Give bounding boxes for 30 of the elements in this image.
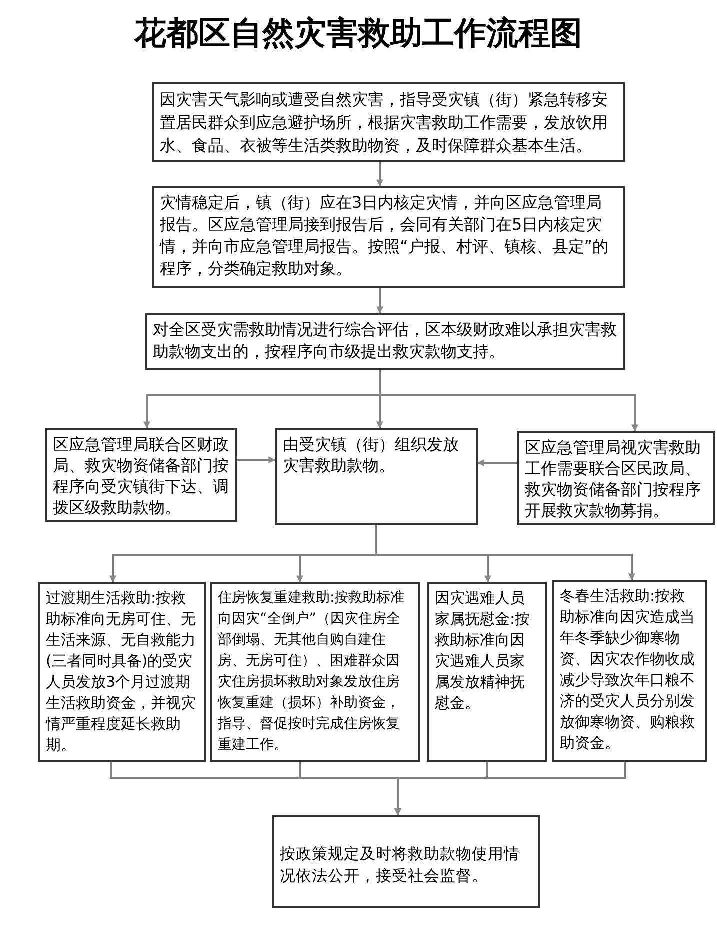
box-text: 由受灾镇（街）组织发放灾害救助款物。 [283, 434, 460, 476]
box-text: 因灾遇难人员家属抚慰金:按救助标准向因灾遇难人员家属发放精神抚慰金。 [435, 588, 532, 714]
process-box [152, 186, 625, 288]
process-box [427, 582, 547, 762]
box-text: 区应急管理局视灾害救助工作需要联合区民政局、救灾物资储备部门按程序开展救灾款物募捐。 [525, 437, 702, 521]
box-text: 灾情稳定后，镇（街）应在3日内核定灾情，并向区应急管理局报告。区应急管理局接到报告后，会同有关部门在5日内核定灾情，并向市应急管理局报告。按照“户报、村评、镇核、县定”的程序，分类确定救助对象。 [160, 192, 610, 280]
arrow [375, 525, 636, 581]
arrow [237, 456, 276, 464]
process-box [272, 815, 540, 908]
box-text: 按政策规定及时将救助款物使用情况依法公开，接受社会监督。 [280, 844, 521, 887]
arrow [376, 288, 384, 314]
process-box [552, 580, 707, 762]
box-text: 区应急管理局联合区财政局、救灾物资储备部门按程序向受灾镇街下达、调拨区级救助款物。 [53, 434, 229, 518]
arrow [477, 460, 517, 466]
box-text: 因灾害天气影响或遭受自然灾害，指导受灾镇（街）紧急转移安置居民群众到应急避护场所，根据灾害救助工作需要，发放饮用水、食品、衣被等生活类救助物资，及时保障群众基本生活。 [160, 89, 609, 157]
process-box [145, 313, 625, 370]
process-box [517, 431, 715, 525]
arrow [376, 162, 384, 187]
arrow [379, 370, 638, 432]
process-box [210, 582, 420, 762]
title: 花都区自然灾害救助工作流程图 [133, 13, 584, 54]
process-box [152, 82, 625, 162]
process-box [38, 582, 206, 762]
box-text: 住房恢复重建救助:按救助标准向因灾“全倒户”（因灾住房全部倒塌、无其他自购自建住房、无房可住）、困难群众因灾住房损坏救助对象发放住房恢复重建（损坏）补助资金，指导、督促按时完成住房恢复重建工作。 [218, 589, 406, 755]
process-box [275, 428, 478, 525]
process-box [45, 428, 237, 522]
box-text: 冬春生活救助:按救助标准向因灾造成当年冬季缺少御寒物资、因灾农作物收成减少导致次年口粮不济的受灾人员分别发放御寒物资、购粮救助资金。 [560, 586, 696, 754]
arrow [394, 762, 626, 816]
box-text: 过渡期生活救助:按救助标准向无房可住、无生活来源、无自救能力(三者同时具备)的受灾人员发放3个月过渡期生活救助资金，并视灾情严重程度延长救助期。 [46, 588, 197, 756]
box-text: 对全区受灾需救助情况进行综合评估，区本级财政难以承担灾害救助款物支出的，按程序向市级提出救灾款物支持。 [153, 319, 617, 363]
